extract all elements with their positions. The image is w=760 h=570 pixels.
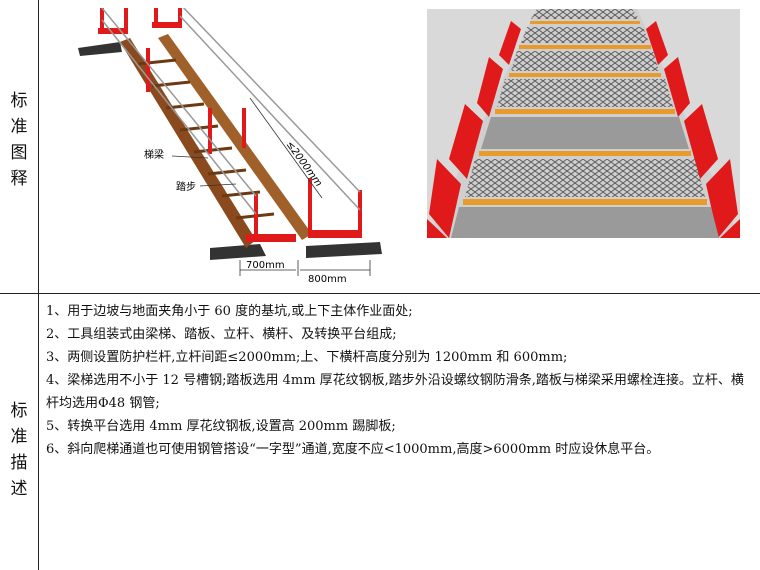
- top-platform-right: [152, 22, 182, 28]
- stair-treads: [451, 9, 719, 238]
- label-char: 述: [10, 479, 28, 499]
- label-char: 描: [10, 453, 28, 473]
- description-item: 1、用于边坡与地面夹角小于 60 度的基坑,或上下主体作业面处;: [46, 304, 413, 319]
- ground-bottom-right: [306, 242, 382, 258]
- description-section-label: 标 准 描 述: [0, 360, 38, 540]
- description-list: 1、用于边坡与地面夹角小于 60 度的基坑,或上下主体作业面处; 2、工具组装式…: [46, 300, 752, 461]
- top-platform-left: [98, 28, 128, 34]
- left-guard-stripes: [427, 21, 521, 238]
- row-divider: [0, 293, 760, 294]
- ground-top: [78, 42, 122, 56]
- ladder-diagram: ≤2000mm 梯梁 踏步 700mm 800mm: [78, 8, 382, 285]
- stair-photo: [427, 9, 740, 238]
- description-item: 3、两侧设置防护栏杆,立杆间距≤2000mm;上、下横杆高度分别为 1200mm…: [46, 350, 568, 365]
- step-label: 踏步: [176, 180, 196, 193]
- right-beam: [158, 34, 312, 240]
- label-char: 释: [10, 169, 28, 189]
- right-guard-stripes: [646, 21, 740, 238]
- ground-bottom: [210, 244, 266, 260]
- label-char: 准: [10, 117, 28, 137]
- illustration-section-label: 标 准 图 释: [0, 60, 38, 220]
- description-item: 2、工具组装式由梁梯、踏板、立杆、横杆、及转换平台组成;: [46, 327, 397, 342]
- label-char: 标: [10, 401, 28, 421]
- description-item: 6、斜向爬梯通道也可使用钢管搭设“一字型”通道,宽度不应<1000mm,高度>6…: [46, 442, 660, 457]
- label-char: 准: [10, 427, 28, 447]
- description-item: 5、转换平台选用 4mm 厚花纹钢板,设置高 200mm 踢脚板;: [46, 419, 396, 434]
- beam-label: 梯梁: [144, 148, 164, 161]
- label-char: 标: [10, 91, 28, 111]
- width-left-label: 700mm: [246, 260, 285, 271]
- column-divider: [38, 0, 39, 570]
- description-item: 4、梁梯选用不小于 12 号槽钢;踏板选用 4mm 厚花纹钢板,踏步外沿设螺纹钢…: [46, 373, 744, 411]
- width-right-label: 800mm: [308, 274, 347, 285]
- bottom-platform-right: [308, 230, 362, 238]
- label-char: 图: [10, 143, 28, 163]
- bottom-platform-left: [246, 234, 296, 242]
